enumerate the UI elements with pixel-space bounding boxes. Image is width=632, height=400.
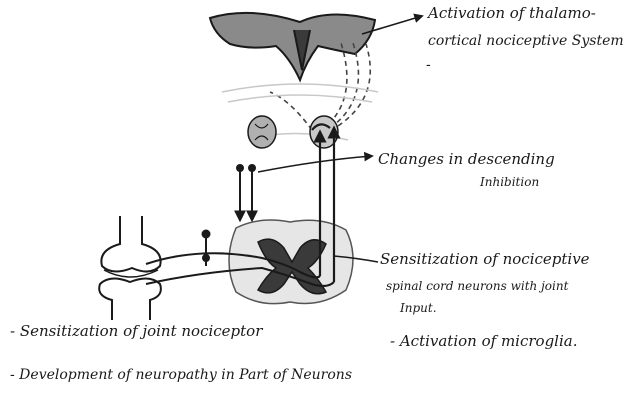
brain-cortex bbox=[210, 13, 375, 80]
label-descending-inhibition: Inhibition bbox=[480, 176, 539, 188]
label-spinal-sensitization: Sensitization of nociceptive bbox=[380, 252, 590, 267]
label-joint-input: Input. bbox=[400, 302, 437, 314]
label-descending-changes: Changes in descending bbox=[378, 152, 555, 167]
label-thalamocortical-system: cortical nociceptive System bbox=[428, 34, 624, 48]
label-microglia-activation: - Activation of microglia. bbox=[390, 334, 577, 349]
label-thalamocortical-activation: Activation of thalamo- bbox=[428, 6, 596, 21]
descending-pathway-arrows bbox=[237, 165, 255, 220]
knee-joint bbox=[99, 216, 161, 320]
label-spinal-neurons-joint: spinal cord neurons with joint bbox=[386, 280, 568, 292]
medulla-section bbox=[248, 116, 338, 148]
label-dash: - bbox=[426, 58, 431, 72]
label-joint-nociceptor-sensitization: - Sensitization of joint nociceptor bbox=[10, 324, 262, 339]
label-neuropathy-development: - Development of neuropathy in Part of N… bbox=[10, 368, 352, 382]
